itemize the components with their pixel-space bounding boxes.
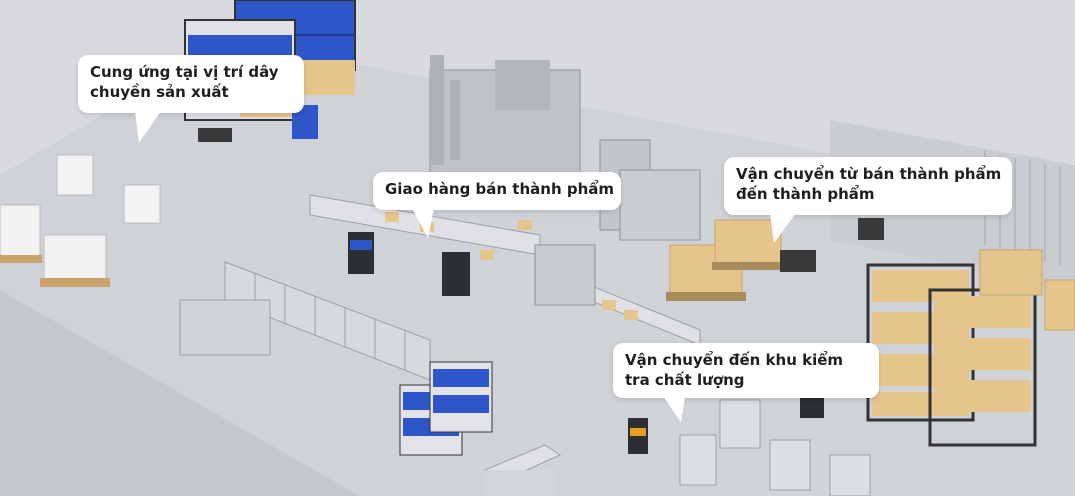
callout-semi-to-finished-pointer: [770, 213, 796, 243]
forklift-agv: [780, 250, 816, 272]
warehouse-shelves: [866, 249, 1075, 447]
callout-to-quality-inspection-pointer: [663, 396, 685, 422]
blue-bin-carts: [399, 361, 493, 456]
callout-semi-to-finished-line1: Vận chuyển từ bán thành phẩm: [736, 165, 1002, 183]
callout-line-side-supply-line1: Cung ứng tại vị trí dây: [90, 63, 279, 81]
callout-to-quality-inspection-line2: tra chất lượng: [625, 371, 745, 389]
callout-semi-finished-delivery-line1: Giao hàng bán thành phẩm: [385, 180, 615, 198]
callout-semi-to-finished: Vận chuyển từ bán thành phẩm đến thành p…: [724, 157, 1012, 215]
callout-semi-finished-delivery-pointer: [412, 208, 434, 238]
amr-robots: [348, 232, 470, 296]
packaging-machine: [179, 299, 271, 356]
callout-semi-to-finished-line2: đến thành phẩm: [736, 185, 875, 203]
callout-to-quality-inspection-line1: Vận chuyển đến khu kiểm: [625, 351, 844, 369]
forklift-agv-2: [858, 218, 884, 240]
callout-line-side-supply-line2: chuyền sản xuất: [90, 83, 229, 101]
callout-to-quality-inspection: Vận chuyển đến khu kiểm tra chất lượng: [613, 343, 879, 398]
floor-edge: [0, 290, 360, 496]
quality-check-stations: [628, 398, 871, 496]
floor-crate: [484, 444, 562, 496]
callout-semi-finished-delivery: Giao hàng bán thành phẩm: [373, 172, 621, 210]
robot-arm-cell: [534, 244, 596, 306]
callout-line-side-supply-pointer: [135, 111, 161, 143]
white-box-pallets: [0, 154, 161, 287]
callout-line-side-supply: Cung ứng tại vị trí dây chuyền sản xuất: [78, 55, 304, 113]
agv-cart: [198, 128, 232, 142]
